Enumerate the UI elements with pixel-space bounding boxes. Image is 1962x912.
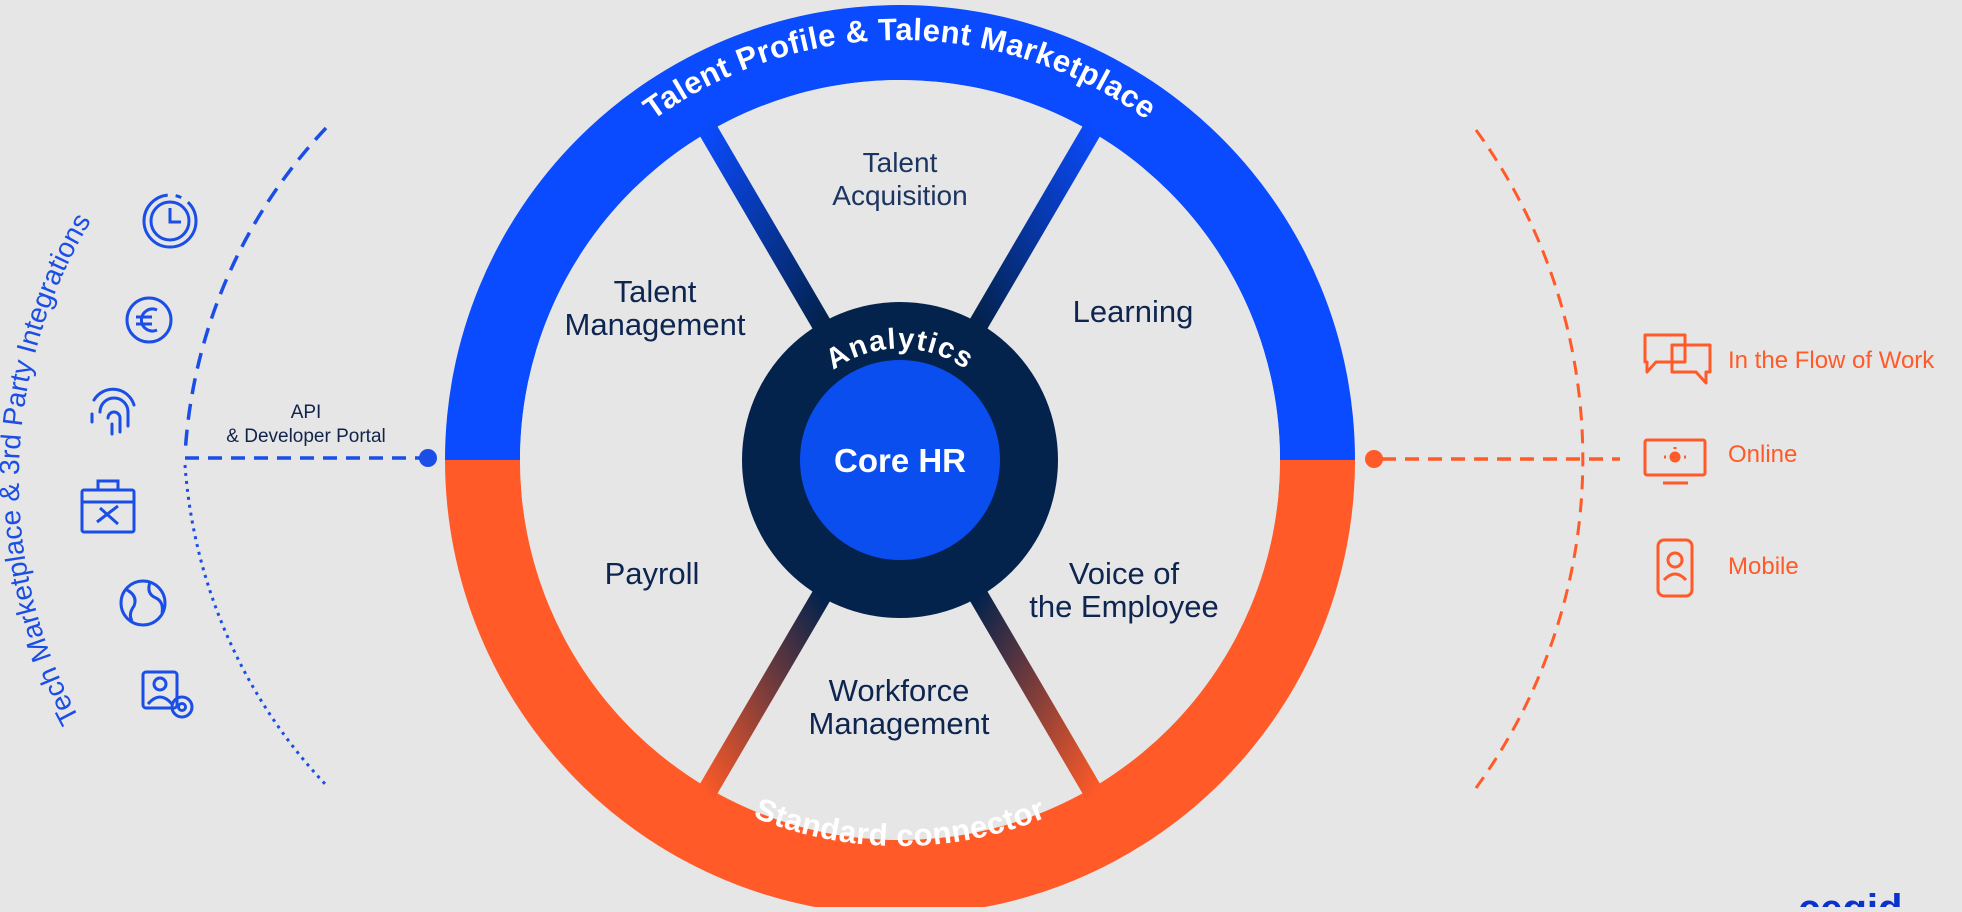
left-integrations-panel: API & Developer Portal Tech Marketplace … — [0, 126, 437, 787]
spoke-upper-left — [696, 119, 831, 331]
outer-ring-top — [445, 5, 1355, 460]
outer-ring-bottom — [445, 460, 1355, 912]
segment-voice-of-employee: Voice of the Employee — [1029, 556, 1219, 624]
api-connector-dot — [419, 449, 437, 467]
left-arc-dashed — [183, 126, 328, 456]
left-arc-dotted — [183, 464, 328, 787]
segment-label: Payroll — [605, 556, 700, 591]
channel-label-mobile: Mobile — [1728, 553, 1799, 580]
segment-payroll: Payroll — [605, 556, 700, 591]
segment-talent-acquisition: Talent Acquisition — [832, 147, 967, 211]
fingerprint-icon — [90, 387, 136, 436]
developer-portal-label: & Developer Portal — [226, 426, 385, 447]
segment-label: Talent — [614, 274, 697, 309]
segment-talent-management: Talent Management — [565, 274, 746, 342]
segment-label: Voice of — [1069, 556, 1180, 591]
cegid-logo: cegid — [1798, 887, 1902, 907]
right-arc-dashed — [1474, 129, 1585, 789]
toolbox-icon — [80, 479, 136, 534]
euro-icon — [125, 296, 173, 344]
spoke-lower-left — [696, 589, 831, 801]
segment-label: Learning — [1073, 294, 1194, 329]
segment-label: Management — [809, 706, 990, 741]
clock-icon — [142, 193, 198, 249]
segment-label: the Employee — [1029, 589, 1219, 624]
core-hr-label: Core HR — [834, 442, 966, 479]
spoke-lower-right — [969, 589, 1104, 801]
segment-label: Talent — [863, 147, 938, 178]
core-hr-circle — [800, 360, 1000, 560]
segment-label: Acquisition — [832, 180, 967, 211]
segment-workforce-management: Workforce Management — [809, 673, 990, 741]
right-channels-panel: In the Flow of Work Online Mobile — [1365, 129, 1935, 789]
segment-learning: Learning — [1073, 294, 1194, 329]
spoke-upper-right — [969, 119, 1104, 331]
puzzle-globe-icon — [119, 579, 167, 627]
segment-label: Management — [565, 307, 746, 342]
api-label: API — [291, 402, 322, 423]
tech-marketplace-title: Tech Marketplace & 3rd Party Integration… — [0, 208, 97, 731]
channel-label-flow-of-work: In the Flow of Work — [1728, 347, 1935, 374]
user-settings-icon — [141, 670, 194, 719]
channel-label-online: Online — [1728, 441, 1797, 468]
monitor-icon — [1643, 438, 1707, 485]
segment-label: Workforce — [829, 673, 970, 708]
channel-connector-dot — [1365, 450, 1383, 468]
mobile-icon — [1656, 538, 1694, 598]
chat-bubbles-icon — [1643, 333, 1712, 385]
